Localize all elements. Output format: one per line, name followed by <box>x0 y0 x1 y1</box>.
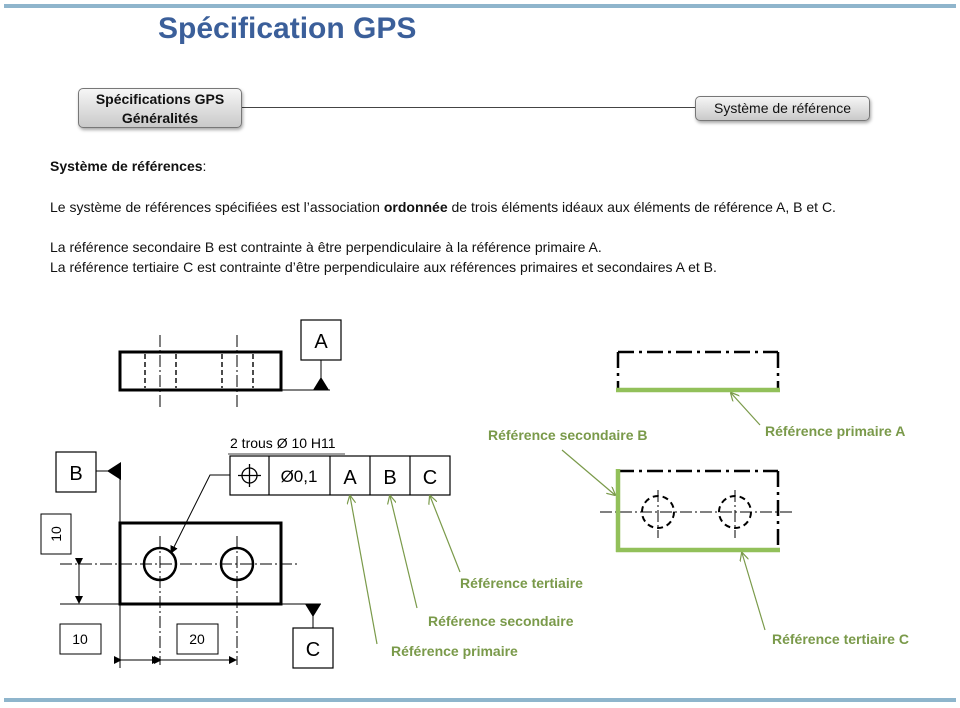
tertiary-c-leader <box>742 553 766 631</box>
section-heading: Système de références: <box>50 158 206 174</box>
front-view-part <box>60 470 300 668</box>
paragraph-1-post: de trois éléments idéaux aux éléments de… <box>447 199 836 215</box>
nav-connector <box>242 107 695 108</box>
tolerance-frame: Ø0,1 A B C <box>229 455 451 496</box>
paragraph-2: La référence secondaire B est contrainte… <box>50 239 602 255</box>
datum-b-symbol: B <box>55 451 121 493</box>
frame-ref-c: C <box>423 467 437 489</box>
nav-button-generalites[interactable]: Spécifications GPS Généralités <box>78 88 242 128</box>
top-view-part <box>118 335 330 410</box>
paragraph-1: Le système de références spécifiées est … <box>50 199 836 215</box>
secondary-b-leader <box>561 449 615 495</box>
dim-bottom-right-value: 20 <box>189 631 205 647</box>
dimension-vertical: 10 <box>40 513 83 604</box>
bottom-rule <box>4 698 956 702</box>
datum-c-symbol: C <box>281 603 334 669</box>
label-primaire-a: Référence primaire A <box>765 423 905 439</box>
datum-a-letter: A <box>314 331 328 353</box>
frame-green-leaders <box>350 496 461 645</box>
paragraph-3: La référence tertiaire C est contrainte … <box>50 259 717 275</box>
position-icon <box>238 464 261 487</box>
primary-a-leader <box>731 393 761 426</box>
section-heading-bold: Système de références <box>50 158 203 174</box>
datum-c-letter: C <box>306 639 320 661</box>
paragraph-1-bold: ordonnée <box>383 199 448 215</box>
primary-reference-diagram <box>616 350 780 393</box>
label-tertiaire-c: Référence tertiaire C <box>772 631 909 647</box>
dimension-bottom: 10 20 <box>59 623 237 664</box>
frame-ref-a: A <box>343 467 357 489</box>
label-secondaire: Référence secondaire <box>428 613 574 629</box>
holes-note: 2 trous Ø 10 H11 <box>230 435 336 451</box>
tolerance-value: Ø0,1 <box>281 467 318 486</box>
nav-button-line2: Généralités <box>121 110 199 126</box>
label-tertiaire: Référence tertiaire <box>460 575 583 591</box>
label-secondaire-b: Référence secondaire B <box>488 427 648 443</box>
secondary-tertiary-diagram <box>600 469 795 553</box>
nav-button-systeme[interactable]: Système de référence <box>695 96 870 121</box>
label-primaire: Référence primaire <box>391 643 518 659</box>
frame-ref-b: B <box>383 467 396 489</box>
page-title: Spécification GPS <box>158 12 417 45</box>
nav-button-line1: Spécifications GPS <box>95 91 225 107</box>
top-rule <box>4 4 956 8</box>
section-heading-colon: : <box>202 158 207 174</box>
dim-bottom-left-value: 10 <box>72 631 88 647</box>
dim-vertical-value: 10 <box>48 526 64 542</box>
datum-a-symbol: A <box>300 319 342 390</box>
datum-b-letter: B <box>69 463 82 485</box>
paragraph-1-pre: Le système de références spécifiées est … <box>50 199 384 215</box>
frame-leader <box>170 474 230 554</box>
